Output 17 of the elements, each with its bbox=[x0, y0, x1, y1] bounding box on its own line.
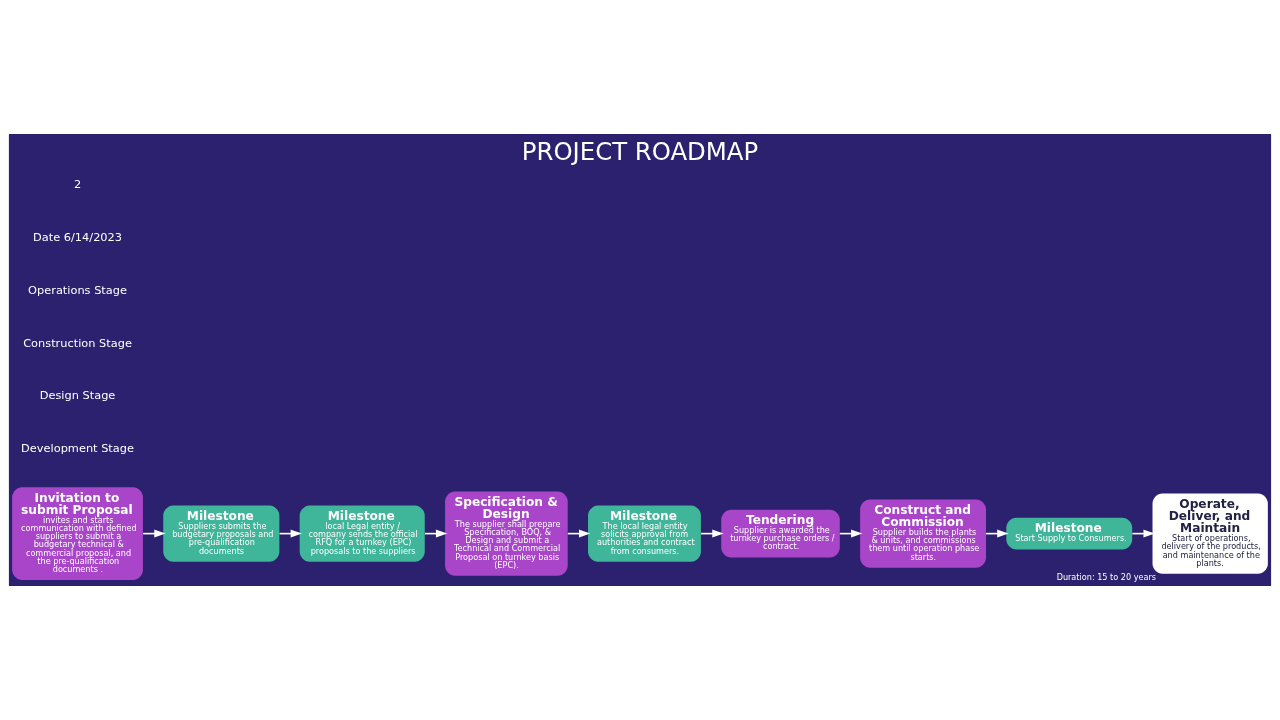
label: Development Stage bbox=[21, 441, 134, 456]
node-box: Milestone The local legal entity solicits approval from authorities and contract from consumers. bbox=[588, 505, 701, 562]
label: 2 bbox=[73, 177, 82, 192]
node-box: Operate, Deliver, and Maintain Start of operations, delivery of the products, and maintenance of the plants. bbox=[1152, 493, 1268, 574]
node-box: Tendering Supplier is awarded the turnkey purchase orders / contract. bbox=[721, 509, 840, 558]
node-box: Milestone Suppliers submits the budgetary proposals and pre-qualification documents bbox=[163, 505, 280, 562]
node-label: Duration: 15 to 20 years bbox=[1056, 572, 1157, 583]
label: Design Stage bbox=[39, 388, 116, 403]
diagram-title: PROJECT ROADMAP bbox=[521, 136, 759, 166]
node-box: Milestone local Legal entity / company sends the official RFQ for a turnkey (EPC) proposals to the suppliers bbox=[299, 505, 425, 562]
node-box: Construct and Commission Supplier builds the plants & units, and commissions them until operation phase starts. bbox=[860, 499, 986, 568]
node-box: Specification & Design The supplier shall prepare Specification, BOQ, & Design and submit a Technical and Commercial Proposal on turnkey basis (EPC). bbox=[445, 491, 568, 576]
label: Operations Stage bbox=[28, 282, 127, 297]
label: Date 6/14/2023 bbox=[33, 229, 123, 244]
node-box: Milestone Start Supply to Consumers. bbox=[1006, 517, 1133, 550]
label: Construction Stage bbox=[23, 335, 132, 350]
node-box: Invitation to submit Proposal invites and starts communication with defined suppliers to submit a budgetary technical & commercial proposal, and the pre-qualification documents . bbox=[12, 487, 143, 580]
